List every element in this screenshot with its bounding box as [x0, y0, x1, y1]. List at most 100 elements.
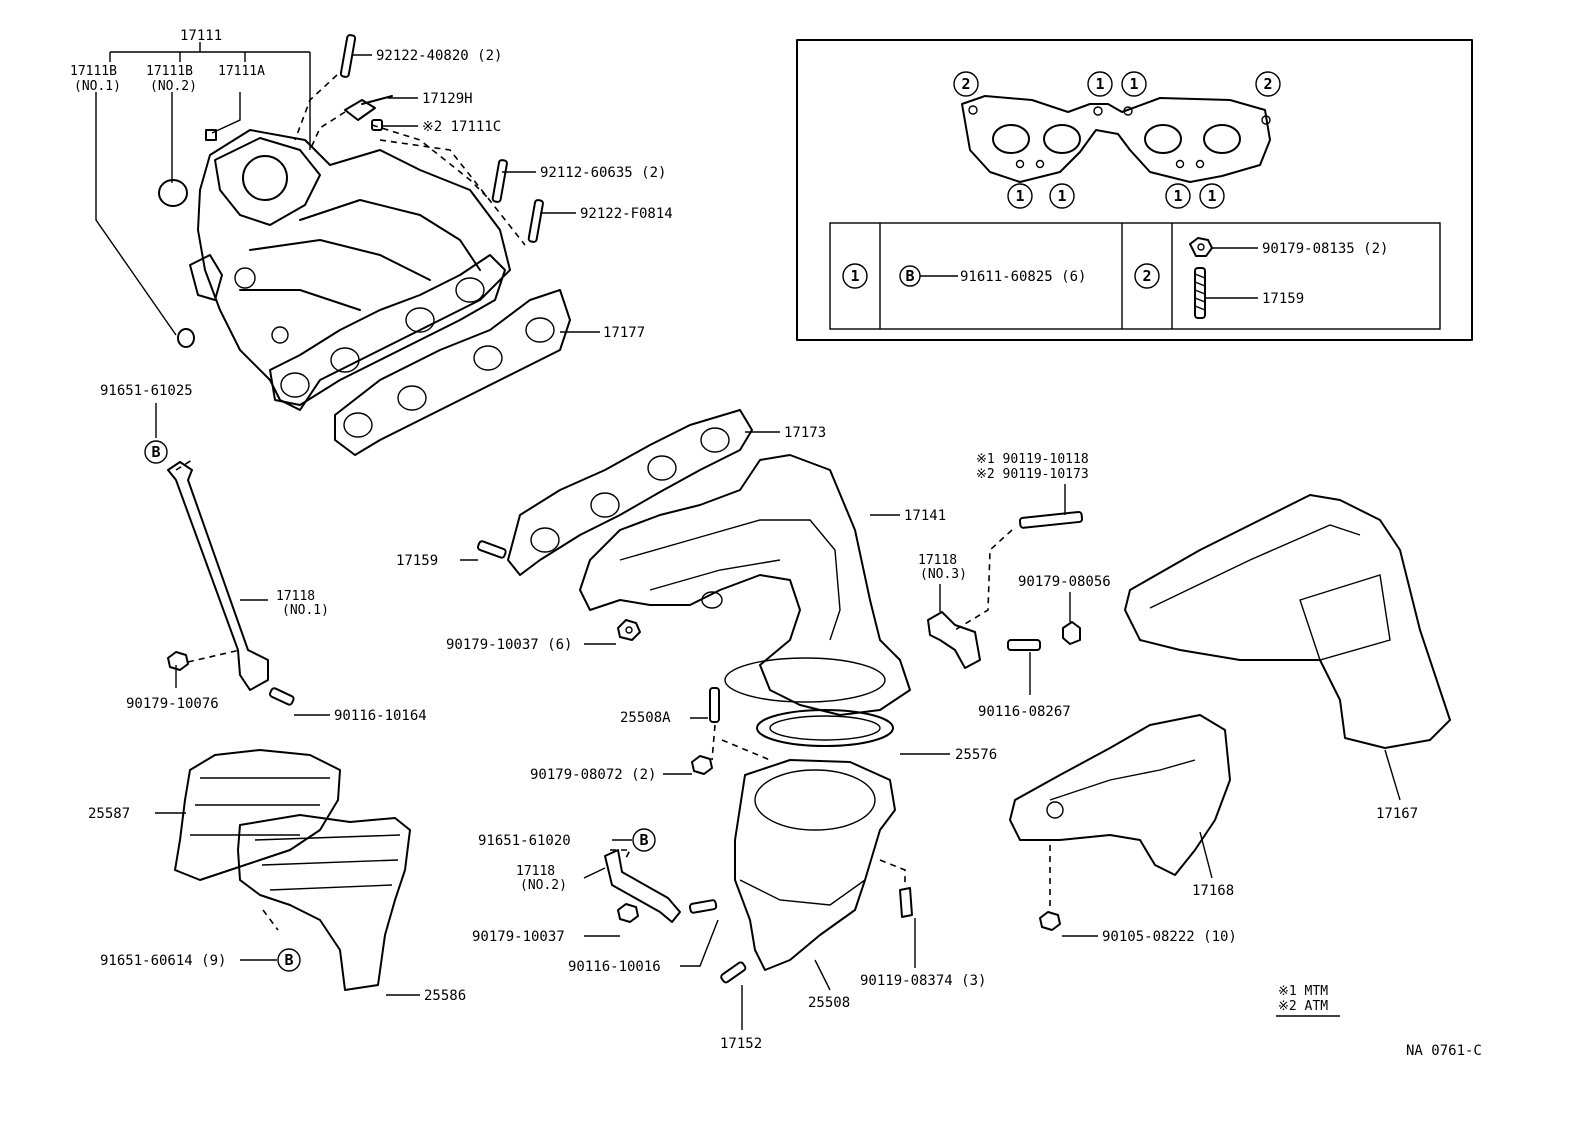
label-90119-08374: 90119-08374 (3) [860, 973, 986, 989]
exhaust-gasket-17173 [507, 409, 753, 576]
nut-90179-08072 [691, 755, 713, 775]
plug-17111B-no2 [158, 179, 188, 207]
svg-text:1: 1 [1207, 187, 1216, 205]
label-17118-no2-sub: (NO.2) [520, 878, 567, 893]
svg-text:1: 1 [1015, 187, 1024, 205]
label-17168: 17168 [1192, 883, 1234, 899]
label-25586: 25586 [424, 988, 466, 1004]
bolt-90105-08222 [1039, 911, 1061, 931]
label-25508A: 25508A [620, 710, 671, 726]
label-90119-10173: ※2 90119-10173 [976, 467, 1089, 482]
label-no2: (NO.2) [150, 79, 197, 94]
label-17118-no3: 17118 [918, 553, 957, 568]
label-17111: 17111 [180, 28, 222, 44]
svg-text:1: 1 [1129, 75, 1138, 93]
label-25508: 25508 [808, 995, 850, 1011]
svg-text:1: 1 [850, 267, 859, 285]
label-91651-60614: 91651-60614 (9) [100, 953, 226, 969]
inset-row-1-key: 1 [842, 263, 868, 289]
svg-text:B: B [284, 951, 293, 969]
part-labels: 17111 17111B (NO.1) 17111B (NO.2) 17111A… [70, 28, 1482, 1059]
inset-row-2-part-b: 17159 [1262, 291, 1304, 307]
label-17111B-no2: 17111B [146, 64, 193, 79]
stud-92112-60635 [491, 159, 508, 203]
label-90116-10016: 90116-10016 [568, 959, 661, 975]
insulator-25586 [237, 814, 411, 991]
nut-90179-10037-6 [617, 619, 641, 641]
svg-text:B: B [151, 443, 160, 461]
label-90116-08267: 90116-08267 [978, 704, 1071, 720]
stud-90116-10016 [688, 899, 718, 914]
label-91651-61025: 91651-61025 [100, 383, 193, 399]
insulator-17167 [1124, 494, 1451, 749]
intake-manifold-drawing [158, 34, 544, 411]
label-17177: 17177 [603, 325, 645, 341]
exhaust-manifold-17141 [579, 454, 911, 716]
stud-25508A [709, 687, 720, 723]
label-17141: 17141 [904, 508, 946, 524]
stay-17118-no3 [927, 611, 981, 669]
label-17167: 17167 [1376, 806, 1418, 822]
gasket-25576 [756, 709, 894, 747]
stud-17159 [476, 540, 507, 559]
inset-row-1-part: 91611-60825 (6) [960, 269, 1086, 285]
label-17118-no2: 17118 [516, 864, 555, 879]
svg-text:2: 2 [1263, 75, 1272, 93]
label-17111B-no1: 17111B [70, 64, 117, 79]
bolt-90119-10118 [1018, 510, 1084, 529]
label-90179-08056: 90179-08056 [1018, 574, 1111, 590]
label-90179-10037: 90179-10037 [472, 929, 565, 945]
label-92122-40820: 92122-40820 (2) [376, 48, 502, 64]
stud-90116-08267 [1007, 639, 1041, 651]
label-17173: 17173 [784, 425, 826, 441]
inset-nut-icon [1189, 237, 1213, 257]
inset-row-2-key: 2 [1134, 263, 1160, 289]
bolt-mark-b-91651-61020: B [632, 828, 656, 852]
inset-row-1-bolt-icon: B [899, 265, 921, 287]
exhaust-gasket-ports [530, 427, 730, 553]
assembly-dashed-lines [175, 74, 1051, 931]
inset-gasket-drawing [961, 95, 1271, 183]
svg-text:B: B [639, 831, 648, 849]
label-17118-no3-sub: (NO.3) [920, 567, 967, 582]
label-17159: 17159 [396, 553, 438, 569]
bolt-mark-b-91651-60614: B [277, 948, 301, 972]
label-90119-10118: ※1 90119-10118 [976, 452, 1089, 467]
plug-17111A [205, 129, 217, 141]
leader-lines [95, 42, 1401, 1030]
svg-text:1: 1 [1057, 187, 1066, 205]
stud-92122-40820 [339, 34, 357, 78]
insulator-25587 [174, 749, 341, 881]
label-92112-60635: 92112-60635 (2) [540, 165, 666, 181]
label-90105-08222: 90105-08222 (10) [1102, 929, 1237, 945]
inset-stud-icon [1194, 267, 1206, 319]
intake-gasket-ports [343, 317, 555, 438]
stay-17118-no2 [604, 849, 681, 923]
stud-17152 [720, 961, 747, 984]
inset-mark-1-f: 1 [1199, 183, 1225, 209]
label-92122-F0814: 92122-F0814 [580, 206, 673, 222]
bolt-90119-08374 [899, 887, 913, 918]
label-91651-61020: 91651-61020 [478, 833, 571, 849]
label-17111C: ※2 17111C [422, 119, 501, 135]
label-90179-08072: 90179-08072 (2) [530, 767, 656, 783]
label-17111A: 17111A [218, 64, 265, 79]
nut-90179-08056 [1062, 621, 1081, 645]
inset-box: 2 1 1 2 1 1 1 1 1 B 91611-60825 (6) 2 90… [796, 39, 1473, 341]
nut-90179-10076 [167, 651, 189, 671]
stud-92122-F0814 [527, 199, 544, 243]
svg-text:2: 2 [961, 75, 970, 93]
bolt-mark-b-91651-61025: B [144, 440, 168, 464]
insulator-17168 [1009, 714, 1231, 876]
svg-text:1: 1 [1173, 187, 1182, 205]
legend-mtm: ※1 MTM [1278, 984, 1328, 999]
label-90179-10076: 90179-10076 [126, 696, 219, 712]
svg-text:1: 1 [1095, 75, 1104, 93]
converter-25508 [734, 759, 896, 971]
diagram-ref-code: NA 0761-C [1406, 1043, 1482, 1059]
plug-17111B-no1 [177, 328, 195, 348]
label-17152: 17152 [720, 1036, 762, 1052]
label-25576: 25576 [955, 747, 997, 763]
